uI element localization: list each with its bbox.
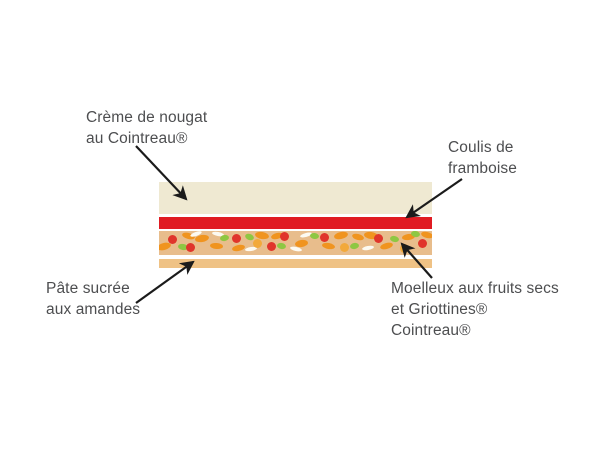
fruit-bit-red	[266, 241, 276, 251]
label-line: Coulis de	[448, 139, 514, 156]
label-creme-nougat: Crème de nougat au Cointreau®	[86, 107, 207, 149]
fruit-bit-yellow	[339, 242, 349, 252]
fruit-bit-red	[319, 232, 329, 242]
label-coulis-framboise: Coulis de framboise	[448, 137, 517, 179]
creme-nougat-layer	[159, 182, 432, 214]
label-line: Crème de nougat	[86, 109, 208, 126]
fruit-bit-red	[417, 238, 427, 248]
fruit-bit-orange	[294, 238, 308, 248]
fruit-bit-orange	[209, 242, 223, 250]
fruit-bit-green	[349, 242, 359, 250]
fruit-bit-orange	[333, 231, 349, 240]
fruit-bit-yellow	[252, 238, 262, 248]
fruit-bit-red	[231, 233, 241, 243]
fruit-bit-red	[279, 231, 289, 241]
moelleux-fruits-layer	[159, 231, 432, 255]
coulis-framboise-layer	[159, 217, 432, 229]
fruit-bit-red	[373, 233, 383, 243]
fruit-bit-yellow	[399, 243, 409, 253]
fruit-bit-orange	[321, 241, 335, 251]
label-moelleux-fruits-secs: Moelleux aux fruits secs et Griottines® …	[391, 278, 559, 341]
label-line: au Cointreau®	[86, 130, 188, 147]
pate-sucree-layer	[159, 259, 432, 268]
fruit-bit-orange	[351, 232, 365, 242]
callout-arrow-pate-sucree	[135, 260, 195, 304]
fruit-bit-orange	[231, 243, 245, 253]
fruit-bit-orange	[159, 240, 172, 252]
fruit-bit-green	[219, 234, 229, 242]
label-line: et Griottines®	[391, 301, 488, 318]
fruit-bit-orange	[378, 241, 394, 251]
label-pate-sucree: Pâte sucrée aux amandes	[46, 278, 140, 320]
fruit-bit-red	[185, 242, 195, 252]
label-line: framboise	[448, 160, 517, 177]
fruit-bit-white	[361, 244, 375, 252]
label-line: Moelleux aux fruits secs	[391, 280, 559, 297]
fruit-bit-red	[167, 234, 177, 244]
fruit-bit-green	[243, 232, 255, 242]
fruit-bit-green	[276, 242, 286, 250]
label-line: Pâte sucrée	[46, 280, 130, 297]
label-line: Cointreau®	[391, 322, 471, 339]
label-line: aux amandes	[46, 301, 141, 318]
fruit-bit-green	[309, 232, 319, 240]
